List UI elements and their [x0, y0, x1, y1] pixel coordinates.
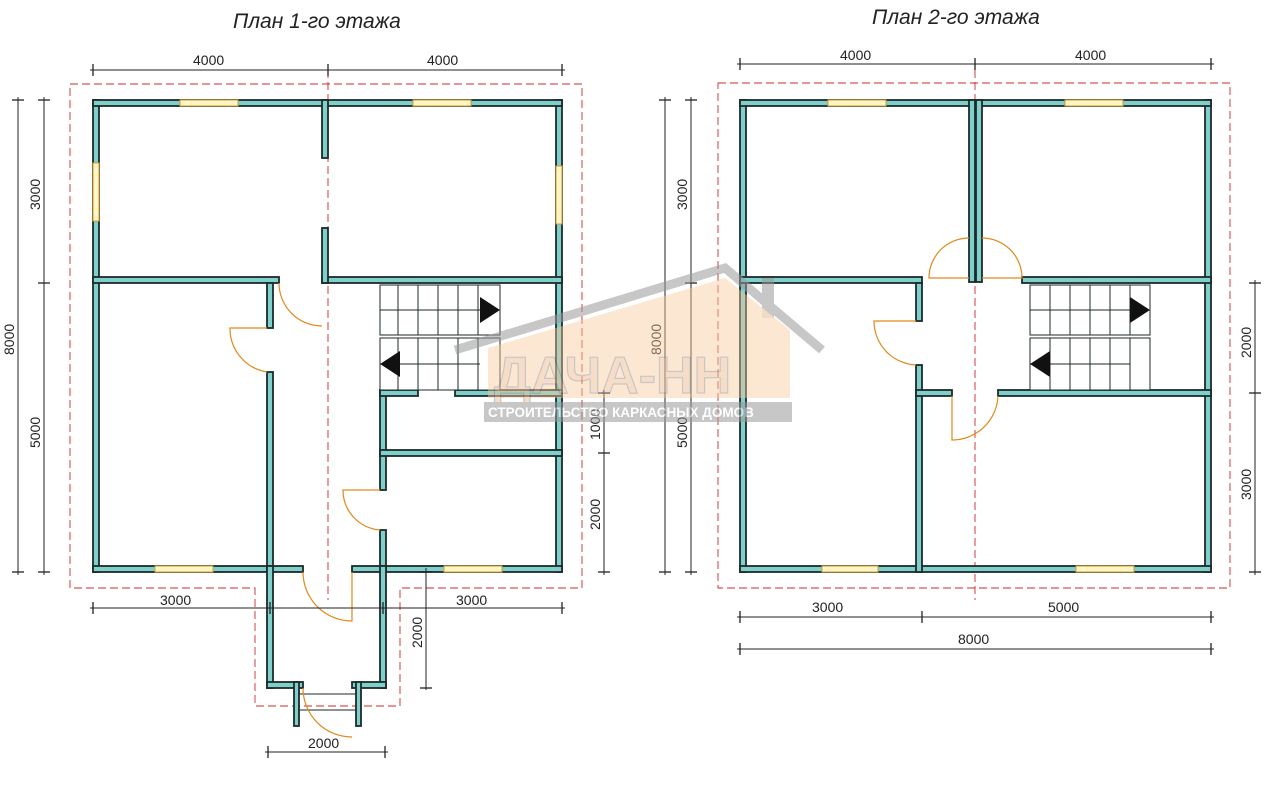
plan1-title: План 1-го этажа	[233, 10, 401, 33]
plan2-wall	[1021, 276, 1212, 284]
plan1-dim-top-right: 4000	[427, 52, 458, 68]
plan1-wall	[454, 389, 563, 397]
plan2-wall	[915, 364, 923, 573]
plan1-wall	[379, 449, 563, 457]
plan1-door	[302, 571, 353, 622]
plan2-door	[873, 320, 917, 366]
plan1-post	[293, 681, 300, 727]
plan2-dim-left-upper: 3000	[674, 179, 690, 210]
plan2-dim-right-lower: 3000	[1238, 469, 1254, 500]
plan2-dim-top-right: 4000	[1075, 47, 1106, 63]
plan2-wall	[1204, 99, 1212, 573]
plan1-outline	[69, 83, 583, 707]
plan1-window	[555, 165, 563, 225]
plan1-wall	[266, 565, 274, 689]
plan2-window	[827, 99, 887, 107]
plan1-window	[179, 99, 239, 107]
watermark-brand: ДАЧА-НН	[494, 347, 731, 405]
plan1-wall	[351, 681, 387, 689]
plan1-dim-left-outer: 8000	[1, 324, 17, 355]
stair-arrow-icon	[1130, 297, 1150, 323]
plan2-door	[981, 237, 1023, 279]
plan1-wall	[92, 276, 280, 284]
plan2-dim-top-left: 4000	[840, 47, 871, 63]
plan2-title: План 2-го этажа	[872, 6, 1040, 29]
stair-arrow-icon	[480, 297, 500, 323]
watermark-logo: ДАЧА-НН СТРОИТЕЛЬСТВО КАРКАСНЫХ ДОМОВ	[453, 262, 825, 422]
plan1-dim-porch-width: 2000	[308, 735, 339, 751]
plan1-door	[278, 282, 323, 327]
plan2-door	[951, 395, 999, 441]
plan1-wall	[321, 276, 563, 284]
plan1-window	[154, 565, 214, 573]
plan1-wall	[379, 389, 419, 397]
plan2-drawing: 4000 4000 8000 3000 5000 2000 3000 3000 …	[648, 47, 1261, 655]
watermark-tagline: СТРОИТЕЛЬСТВО КАРКАСНЫХ ДОМОВ	[488, 405, 754, 420]
plan2-dim-bottom-right: 5000	[1048, 599, 1079, 615]
plan1-door	[229, 327, 268, 373]
plan1-dim-left-lower: 5000	[27, 417, 43, 448]
plan1-window	[92, 162, 100, 222]
plan2-dim-left-lower: 5000	[674, 417, 690, 448]
plan1-wall	[266, 681, 304, 689]
plan2-dim-bottom-left: 3000	[812, 599, 843, 615]
plan2-wall	[739, 565, 1212, 573]
plan1-dim-bottom-left: 3000	[160, 592, 191, 608]
stair-arrow-icon	[380, 351, 400, 377]
plan2-window	[821, 565, 879, 573]
plan2-wall	[975, 99, 983, 283]
plan2-wall	[915, 389, 953, 397]
plan1-dim-left-upper: 3000	[27, 179, 43, 210]
plan2-wall	[968, 99, 976, 283]
plan1-drawing: 4000 4000 8000 3000 5000 3000 3000 1000 …	[1, 52, 610, 758]
plan1-door	[342, 489, 381, 531]
plan2-door	[928, 237, 970, 279]
plan1-wall	[379, 565, 387, 689]
plan1-dim-porch-depth: 2000	[409, 617, 425, 648]
plan1-door	[302, 687, 353, 738]
plan1-wall	[321, 227, 329, 284]
plan1-wall	[379, 389, 387, 491]
plan2-window	[1064, 99, 1124, 107]
plan2-wall	[915, 282, 923, 322]
plan2-window	[1075, 565, 1135, 573]
plan2-dim-right-upper: 2000	[1238, 327, 1254, 358]
plan2-stairs	[1029, 284, 1151, 391]
plan1-window	[443, 565, 503, 573]
plan1-dim-bottom-right: 3000	[456, 592, 487, 608]
plan1-wall	[266, 282, 274, 329]
plan1-dim-right-lower: 2000	[587, 499, 603, 530]
plan2-dim-left-outer: 8000	[648, 324, 664, 355]
plan1-window	[412, 99, 472, 107]
plan1-wall	[266, 371, 274, 573]
roof-icon	[453, 262, 825, 355]
plan1-stairs	[379, 284, 501, 391]
plan1-post	[355, 681, 362, 727]
plan2-wall	[997, 389, 1212, 397]
plan1-wall	[321, 99, 329, 159]
stair-arrow-icon	[1030, 351, 1050, 377]
plan2-dim-bottom-total: 8000	[958, 631, 989, 647]
plan1-dim-top-left: 4000	[193, 52, 224, 68]
